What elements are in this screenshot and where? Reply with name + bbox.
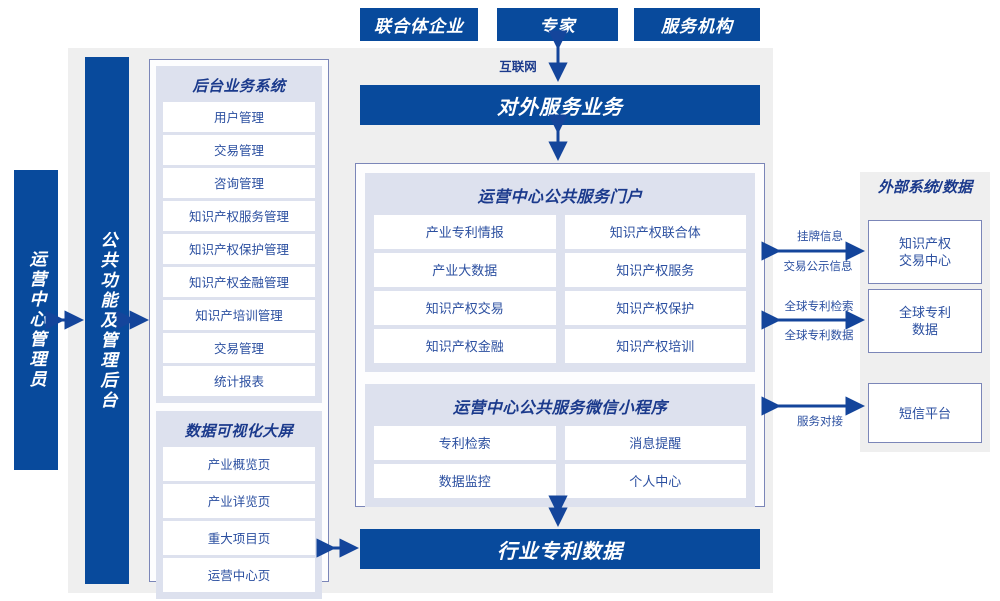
external-system-line-1: 全球专利 [898,305,951,320]
dataviz-item-industry-detail[interactable]: 产业详览页 [163,484,315,518]
data-visualization-title: 数据可视化大屏 [184,423,294,440]
portal-item-industry-big-data[interactable]: 产业大数据 [374,253,556,287]
internet-label: 互联网 [499,60,537,74]
backend-item-statistics-report[interactable]: 统计报表 [163,366,315,396]
data-visualization-section: 数据可视化大屏 产业概览页 产业详览页 重大项目页 运营中心页 [156,411,322,599]
flow-label-listing-info: 挂牌信息 [797,231,843,243]
backend-business-system-section: 后台业务系统 用户管理 交易管理 咨询管理 知识产权服务管理 知识产权保护管理 … [156,66,322,403]
external-system-line-1: 短信平台 [898,405,951,421]
miniprogram-item-patent-search[interactable]: 专利检索 [374,426,556,460]
portal-row: 产业大数据 知识产权服务 [374,253,746,287]
actor-box-alliance-enterprise[interactable]: 联合体企业 [360,8,478,41]
external-system-global-patent-data[interactable]: 全球专利 数据 [868,289,982,353]
external-system-line-2: 交易中心 [898,253,951,268]
portal-item-ip-protection[interactable]: 知识产权保护 [564,291,746,325]
external-service-business-bar[interactable]: 对外服务业务 [360,85,760,125]
backend-panel-card: 后台业务系统 用户管理 交易管理 咨询管理 知识产权服务管理 知识产权保护管理 … [149,59,329,599]
backend-item-consulting-management[interactable]: 咨询管理 [163,168,315,198]
external-system-sms-platform[interactable]: 短信平台 [868,383,982,443]
public-service-portal-section: 运营中心公共服务门户 产业专利情报 知识产权联合体 产业大数据 知识产权服务 知… [365,173,755,372]
portal-item-ip-training[interactable]: 知识产权培训 [564,329,746,363]
actor-label: 服务机构 [661,17,733,36]
miniprogram-row: 专利检索 消息提醒 [374,426,746,460]
portal-item-ip-finance[interactable]: 知识产权金融 [374,329,556,363]
portal-row: 产业专利情报 知识产权联合体 [374,215,746,249]
backend-item-ip-service-management[interactable]: 知识产权服务管理 [163,201,315,231]
flow-label-service-docking: 服务对接 [797,416,843,428]
miniprogram-item-personal-center[interactable]: 个人中心 [564,464,746,498]
miniprogram-item-message-alert[interactable]: 消息提醒 [564,426,746,460]
portal-row: 知识产权交易 知识产权保护 [374,291,746,325]
flow-label-transaction-disclosure-info: 交易公示信息 [783,261,853,273]
dataviz-item-industry-overview[interactable]: 产业概览页 [163,447,315,481]
backend-item-transaction-management-1[interactable]: 交易管理 [163,135,315,165]
miniprogram-row: 数据监控 个人中心 [374,464,746,498]
actor-box-service-agency[interactable]: 服务机构 [634,8,760,41]
flow-label-global-patent-search: 全球专利检索 [784,301,854,313]
public-function-label: 公共功能及管理后台 [97,230,117,411]
industry-patent-data-label: 行业专利数据 [497,540,623,563]
miniprogram-item-data-monitoring[interactable]: 数据监控 [374,464,556,498]
backend-item-ip-finance-management[interactable]: 知识产权金融管理 [163,267,315,297]
actor-label: 联合体企业 [374,17,464,36]
external-system-line-1: 知识产权 [898,236,951,251]
flow-label-global-patent-data: 全球专利数据 [784,330,854,342]
administrator-label: 运营中心管理员 [26,250,46,390]
external-service-business-label: 对外服务业务 [497,96,623,119]
actor-label: 专家 [539,17,576,36]
industry-patent-data-bar[interactable]: 行业专利数据 [360,529,760,569]
operation-center-administrator-bar[interactable]: 运营中心管理员 [14,170,58,470]
portal-row: 知识产权金融 知识产权培训 [374,329,746,363]
actor-box-expert[interactable]: 专家 [497,8,618,41]
dataviz-item-operation-center[interactable]: 运营中心页 [163,558,315,592]
backend-business-system-title: 后台业务系统 [192,78,286,95]
portal-item-ip-service[interactable]: 知识产权服务 [564,253,746,287]
external-systems-title: 外部系统/数据 [877,179,973,196]
portal-item-ip-alliance[interactable]: 知识产权联合体 [564,215,746,249]
portal-item-industry-patent-intelligence[interactable]: 产业专利情报 [374,215,556,249]
external-system-ip-trading-center[interactable]: 知识产权 交易中心 [868,220,982,284]
backend-item-user-management[interactable]: 用户管理 [163,102,315,132]
center-services-card: 运营中心公共服务门户 产业专利情报 知识产权联合体 产业大数据 知识产权服务 知… [355,163,765,507]
backend-item-ip-training-management[interactable]: 知识产培训管理 [163,300,315,330]
dataviz-item-major-projects[interactable]: 重大项目页 [163,521,315,555]
portal-item-ip-transaction[interactable]: 知识产权交易 [374,291,556,325]
wechat-miniprogram-title: 运营中心公共服务微信小程序 [452,400,668,417]
backend-item-transaction-management-2[interactable]: 交易管理 [163,333,315,363]
public-service-portal-title: 运营中心公共服务门户 [477,189,643,206]
backend-item-ip-protection-management[interactable]: 知识产权保护管理 [163,234,315,264]
wechat-miniprogram-section: 运营中心公共服务微信小程序 专利检索 消息提醒 数据监控 个人中心 [365,384,755,507]
public-function-and-management-backend-bar[interactable]: 公共功能及管理后台 [85,57,129,584]
external-system-line-2: 数据 [911,322,938,337]
